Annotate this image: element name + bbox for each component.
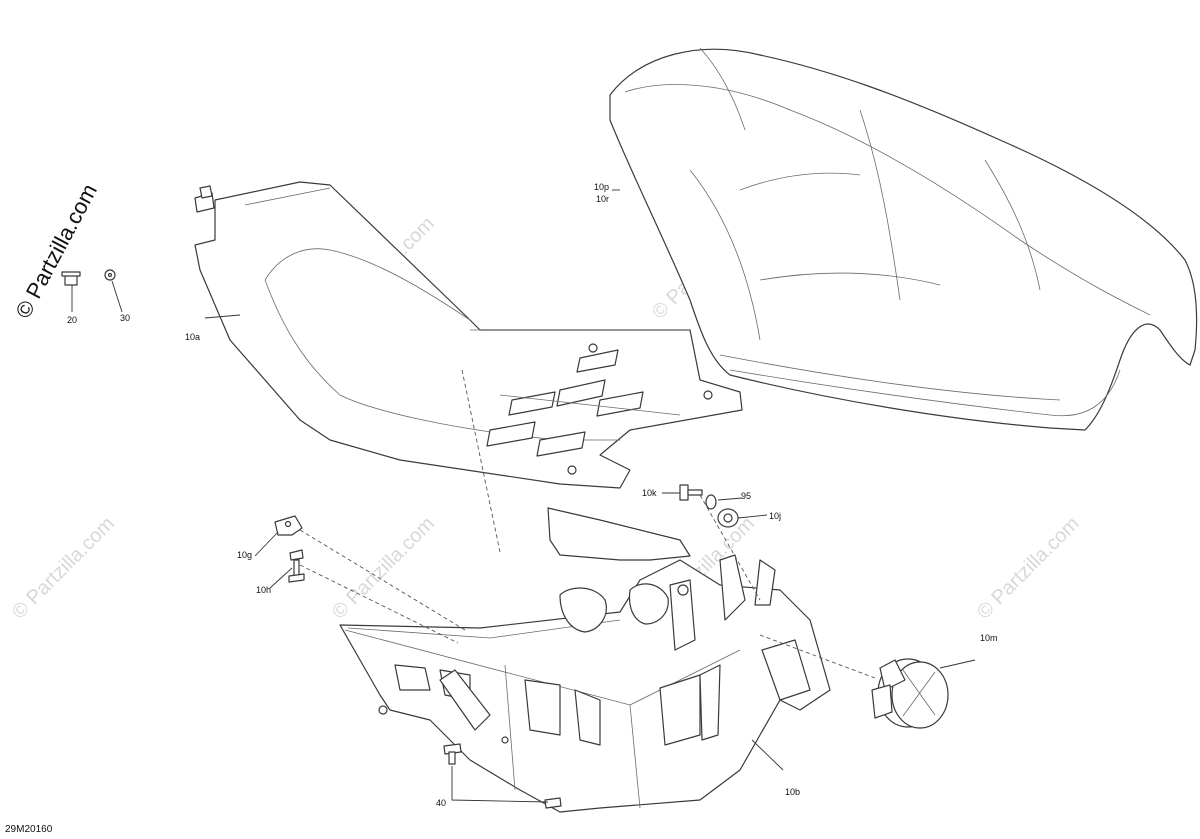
- label-10p: 10p: [594, 182, 609, 192]
- watermark: © Partzilla.com: [973, 513, 1084, 624]
- label-10k: 10k: [642, 488, 657, 498]
- bolt-20: [61, 271, 81, 312]
- label-10r: 10r: [596, 194, 609, 204]
- label-10m: 10m: [980, 633, 998, 643]
- bolt-40: [443, 743, 562, 809]
- label-30: 30: [120, 313, 130, 323]
- label-40: 40: [436, 798, 446, 808]
- label-10b: 10b: [785, 787, 800, 797]
- bushing-10j: [717, 508, 739, 528]
- label-10a: 10a: [185, 332, 200, 342]
- label-95: 95: [741, 491, 751, 501]
- brand-text: © Partzilla.com: [10, 180, 102, 323]
- seat-base-panel: [194, 181, 743, 489]
- watermark: © Partzilla.com: [8, 513, 119, 624]
- clip-10g: [274, 515, 303, 536]
- callout-labels: 10p 10r 10a 20 30 10k 95 10j 10g 10h 10m…: [67, 182, 998, 808]
- leader-lines: [204, 189, 976, 771]
- washer-30: [104, 269, 123, 313]
- handle-knob-10m: [871, 658, 949, 729]
- clip-fastener-top: [194, 185, 215, 213]
- label-10g: 10g: [237, 550, 252, 560]
- diagram-code: 29M20160: [5, 824, 53, 835]
- watermark: © Partzilla.com: [328, 513, 439, 624]
- label-20: 20: [67, 315, 77, 325]
- assembly-lines: [299, 369, 876, 679]
- bolt-10k: [679, 484, 703, 501]
- seat-cushion: [609, 47, 1198, 431]
- label-10j: 10j: [769, 511, 781, 521]
- label-10h: 10h: [256, 585, 271, 595]
- seat-support-frame: [339, 507, 831, 813]
- bolt-10h: [288, 549, 305, 583]
- washer-95: [705, 494, 717, 510]
